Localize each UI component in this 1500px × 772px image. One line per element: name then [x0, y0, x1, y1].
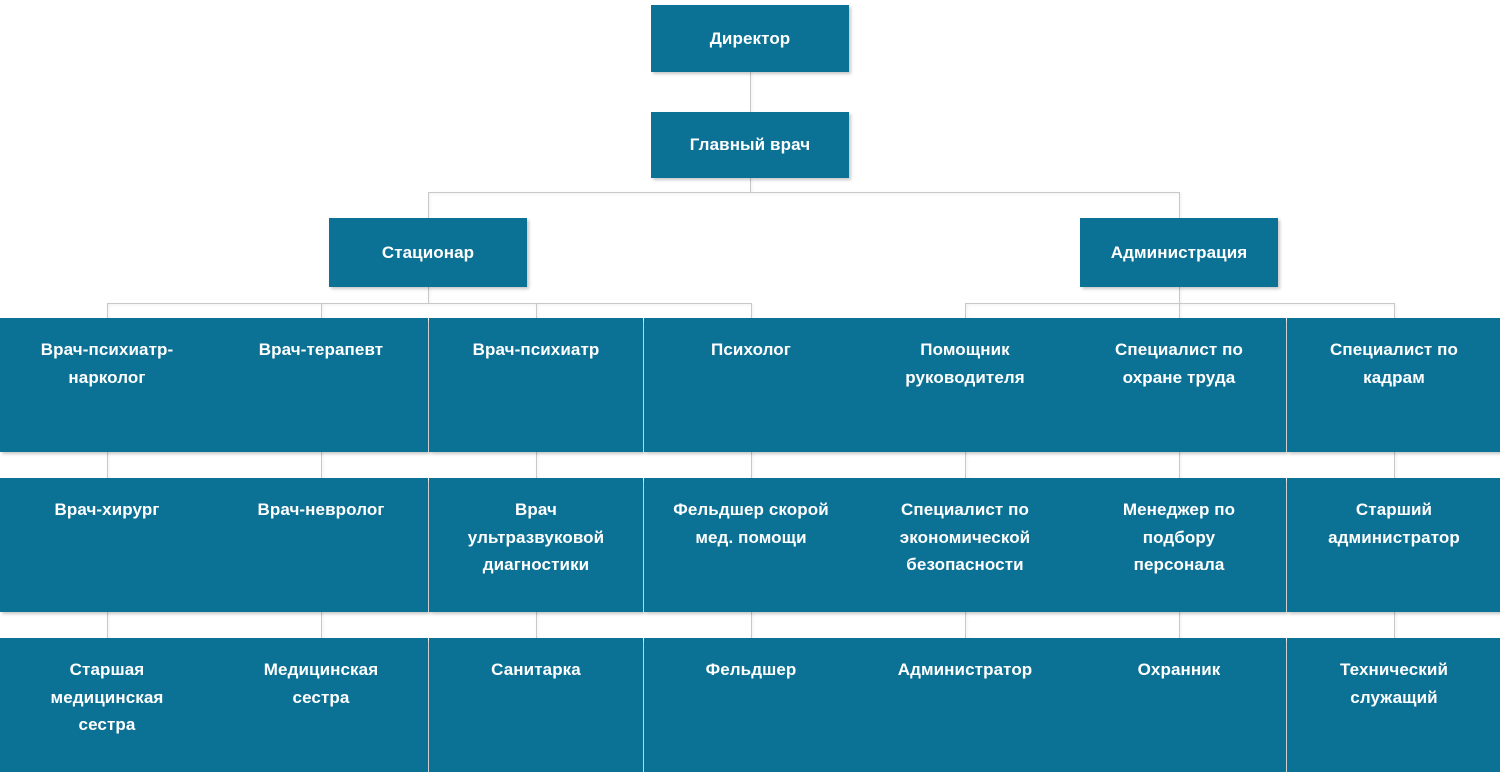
node-therapist[interactable]: Врач-терапевт [214, 318, 428, 452]
connector-chief-down [750, 178, 751, 192]
node-label: Врач-хирург [54, 500, 160, 519]
node-label: Старший администратор [1328, 500, 1460, 547]
node-label: Врач-терапевт [258, 340, 384, 359]
node-nurse[interactable]: Медицинская сестра [214, 638, 428, 772]
node-surgeon[interactable]: Врач-хирург [0, 478, 214, 612]
connector-hospital-bus [107, 303, 751, 304]
node-label: Стационар [381, 242, 475, 262]
connector-r4c7-r5c7 [1394, 612, 1395, 638]
node-emergency-paramedic[interactable]: Фельдшер скорой мед. помощи [644, 478, 858, 612]
node-hospital-department[interactable]: Стационар [329, 218, 527, 287]
connector-chief-bus [428, 192, 1180, 193]
connector-admin-child-2 [1179, 303, 1180, 318]
node-label: Старшая медицинская сестра [50, 660, 164, 735]
node-director[interactable]: Директор [651, 5, 849, 72]
connector-r3c3-r4c3 [536, 452, 537, 478]
node-label: Менеджер по подбору персонала [1122, 500, 1236, 575]
connector-bus-to-hospital [428, 192, 429, 218]
node-manager-assistant[interactable]: Помощник руководителя [858, 318, 1072, 452]
connector-hospital-child-2 [321, 303, 322, 318]
node-label: Фельдшер скорой мед. помощи [673, 500, 829, 547]
node-hr-specialist[interactable]: Специалист по кадрам [1287, 318, 1500, 452]
connector-r3c7-r4c7 [1394, 452, 1395, 478]
node-orderly[interactable]: Санитарка [429, 638, 643, 772]
node-chief-physician[interactable]: Главный врач [651, 112, 849, 178]
node-label: Специалист по экономической безопасности [899, 500, 1031, 575]
node-label: Охранник [1137, 660, 1221, 679]
node-recruitment-manager[interactable]: Менеджер по подбору персонала [1072, 478, 1286, 612]
connector-hospital-child-1 [107, 303, 108, 318]
node-label: Фельдшер [705, 660, 797, 679]
node-administrator[interactable]: Администратор [858, 638, 1072, 772]
node-label: Врач ультразвуковой диагностики [467, 500, 605, 575]
node-psychiatrist-narcologist[interactable]: Врач-психиатр- нарколог [0, 318, 214, 452]
connector-r3c5-r4c5 [965, 452, 966, 478]
node-head-nurse[interactable]: Старшая медицинская сестра [0, 638, 214, 772]
connector-r3c6-r4c6 [1179, 452, 1180, 478]
node-labor-safety-specialist[interactable]: Специалист по охране труда [1072, 318, 1286, 452]
connector-hospital-child-4 [751, 303, 752, 318]
connector-r4c2-r5c2 [321, 612, 322, 638]
node-label: Врач-невролог [257, 500, 385, 519]
connector-r3c4-r4c4 [751, 452, 752, 478]
connector-director-chief [750, 72, 751, 112]
connector-r4c6-r5c6 [1179, 612, 1180, 638]
node-label: Специалист по кадрам [1329, 340, 1459, 387]
node-label: Администратор [897, 660, 1033, 679]
node-label: Медицинская сестра [263, 660, 379, 707]
connector-r4c5-r5c5 [965, 612, 966, 638]
connector-bus-to-admin [1179, 192, 1180, 218]
node-label: Врач-психиатр- нарколог [40, 340, 174, 387]
node-label: Психолог [711, 340, 791, 359]
connector-r4c3-r5c3 [536, 612, 537, 638]
connector-r3c2-r4c2 [321, 452, 322, 478]
node-economic-security-specialist[interactable]: Специалист по экономической безопасности [858, 478, 1072, 612]
node-label: Технический служащий [1339, 660, 1448, 707]
connector-hospital-down [428, 287, 429, 303]
node-label: Главный врач [689, 135, 811, 155]
node-senior-administrator[interactable]: Старший администратор [1287, 478, 1500, 612]
connector-r4c4-r5c4 [751, 612, 752, 638]
node-label: Специалист по охране труда [1114, 340, 1244, 387]
node-administration-department[interactable]: Администрация [1080, 218, 1278, 287]
node-ultrasound-diagnostics-doctor[interactable]: Врач ультразвуковой диагностики [429, 478, 643, 612]
node-psychiatrist[interactable]: Врач-психиатр [429, 318, 643, 452]
connector-r3c1-r4c1 [107, 452, 108, 478]
node-paramedic[interactable]: Фельдшер [644, 638, 858, 772]
node-label: Директор [709, 28, 791, 48]
connector-admin-down [1179, 287, 1180, 303]
node-label: Врач-психиатр [472, 340, 600, 359]
node-label: Санитарка [491, 660, 581, 679]
connector-r4c1-r5c1 [107, 612, 108, 638]
node-neurologist[interactable]: Врач-невролог [214, 478, 428, 612]
connector-hospital-child-3 [536, 303, 537, 318]
node-label: Помощник руководителя [905, 340, 1025, 387]
node-label: Администрация [1110, 242, 1248, 262]
connector-admin-child-3 [1394, 303, 1395, 318]
connector-admin-child-1 [965, 303, 966, 318]
node-technical-staff[interactable]: Технический служащий [1287, 638, 1500, 772]
node-psychologist[interactable]: Психолог [644, 318, 858, 452]
node-security-guard[interactable]: Охранник [1072, 638, 1286, 772]
